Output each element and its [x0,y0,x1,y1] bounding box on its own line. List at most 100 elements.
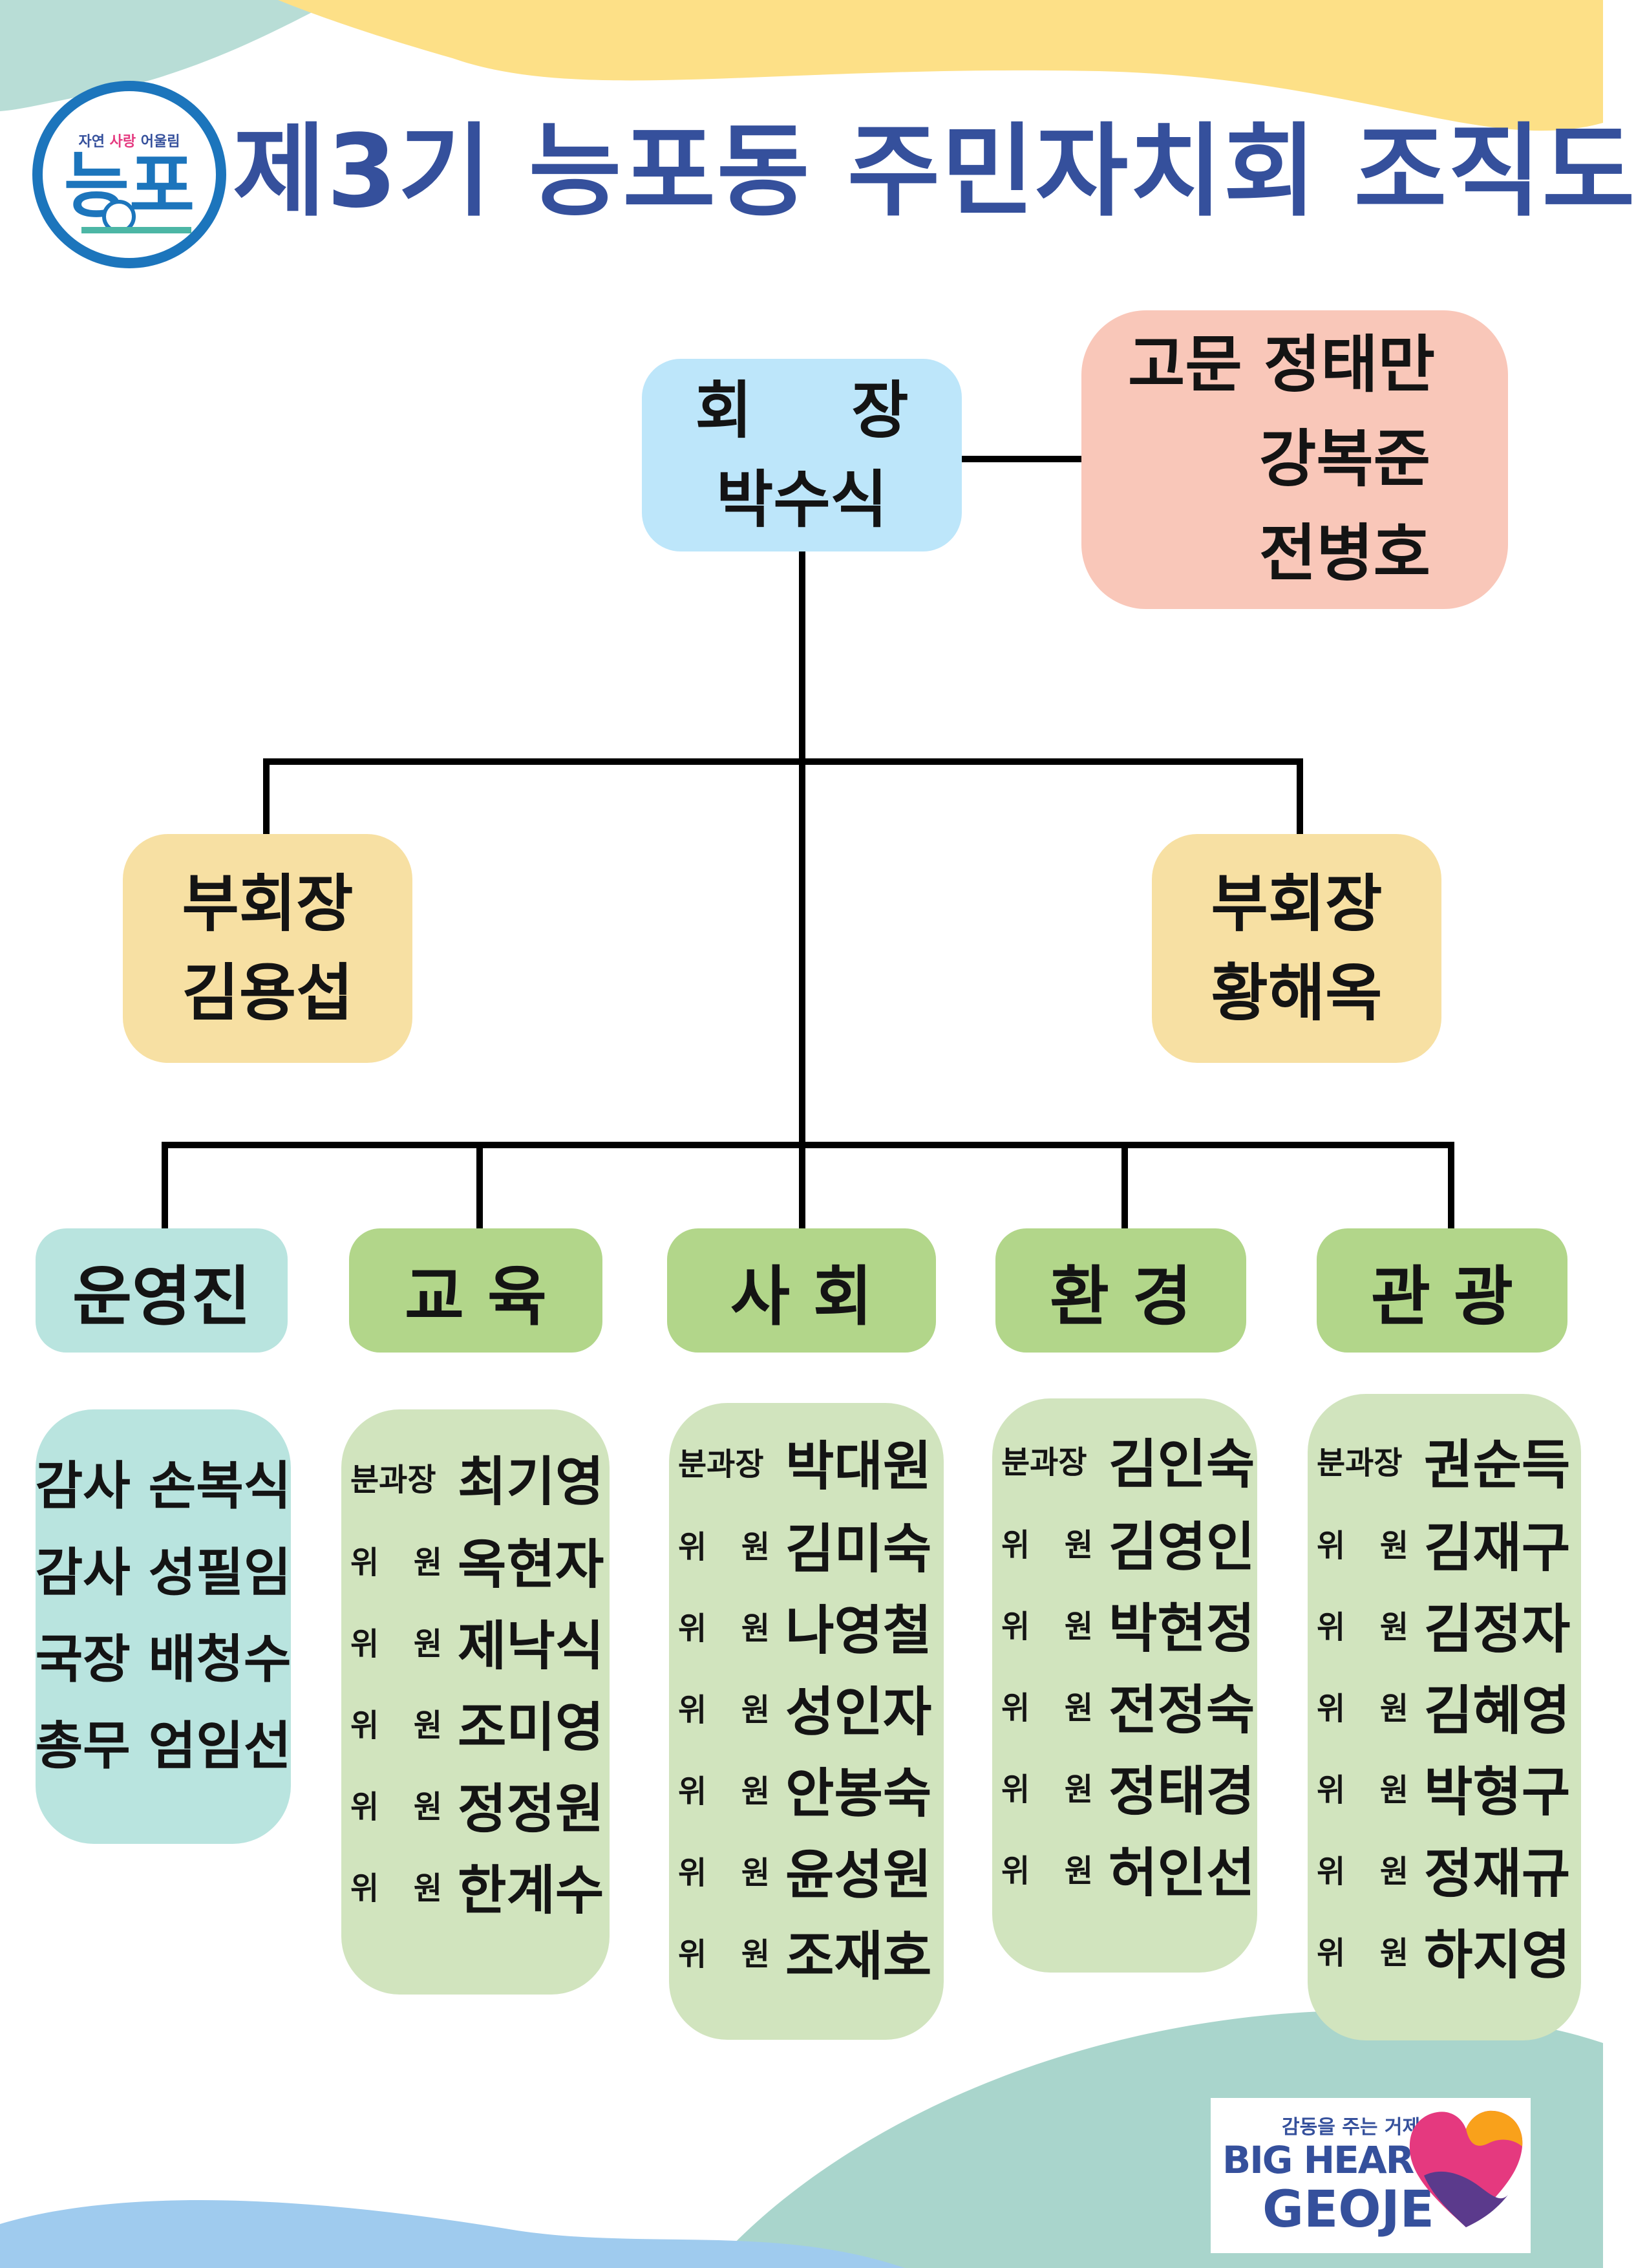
member-name: 정재규 [1424,1843,1571,1905]
staff-list: 감사 손복식 감사 성필임 국장 배청수 총무 엄임선 [36,1409,291,1844]
committee-head-row: 분과장 김인숙 [992,1418,1257,1501]
top-teal-wave [0,0,336,111]
committee-head-row: 분과장 최기영 [341,1435,610,1518]
connector-vice-left [263,758,270,834]
dept-header-education: 교육 [349,1228,602,1353]
dept-header-society: 사회 [667,1228,936,1353]
member-name: 전정숙 [1109,1679,1255,1741]
connector-dept-4 [1121,1142,1128,1228]
advisor-box: 고문 정태만 강복준 전병호 [1081,310,1508,609]
committee-head-row: 분과장 권순득 [1308,1418,1581,1501]
bottom-blue-wave [0,2199,905,2268]
neungpo-logo: 자연 사랑 어울림 능포 [32,81,226,268]
vice-chair-left-role: 부회장 [182,868,354,940]
connector-dept-2 [476,1142,483,1228]
connector-chair-advisor [962,456,1081,462]
member-name: 김혜영 [1424,1680,1571,1742]
page-title: 제3기 능포동 주민자치회 조직도 [233,112,1636,230]
member-name: 김정자 [1424,1598,1571,1660]
staff-item: 국장 배청수 [35,1629,292,1689]
member-name: 안봉숙 [785,1762,932,1824]
logo-underline [81,227,191,233]
dept-header-environment: 환경 [995,1228,1246,1353]
member-name: 한계수 [458,1859,604,1921]
big-heart-geoje-logo: 감동을 주는 거제 BIG HEART GEOJE [1211,2098,1531,2253]
top-yellow-wave [278,0,1603,131]
brand-city: GEOJE [1262,2181,1434,2239]
member-name: 제낙식 [458,1615,604,1677]
head-role-label: 분과장 [1317,1445,1403,1481]
head-role-label: 분과장 [1001,1444,1087,1481]
head-name: 김인숙 [1109,1433,1255,1495]
vice-chair-left-name: 김용섭 [182,957,354,1029]
brand-tagline: 감동을 주는 거제 [1282,2116,1421,2139]
logo-tagline: 자연 사랑 어울림 [78,134,180,150]
member-name: 조미영 [458,1696,604,1759]
member-name: 윤성원 [785,1844,932,1906]
heart-icon [1409,2110,1523,2227]
member-name: 조재호 [785,1925,932,1987]
head-name: 권순득 [1424,1434,1571,1496]
member-name: 하지영 [1424,1924,1571,1986]
advisor-line-2: 강복준 [1259,423,1430,495]
member-name: 정정원 [458,1778,604,1840]
head-role-label: 분과장 [350,1462,436,1498]
member-name: 박형구 [1424,1761,1571,1823]
brand-big-heart: BIG HEART [1222,2138,1437,2182]
connector-vice-bar [263,758,1303,765]
committee-head-row: 분과장 박대원 [669,1420,944,1503]
member-name: 정태경 [1109,1760,1255,1823]
connector-vice-right [1297,758,1303,834]
vice-chair-right-name: 황해옥 [1211,957,1383,1029]
staff-item: 총무 엄임선 [35,1716,292,1776]
advisor-line-1: 고문 정태만 [1128,328,1436,401]
vice-chair-left-box: 부회장 김용섭 [123,834,412,1063]
chairman-name: 박수식 [716,464,887,536]
connector-dept-1 [162,1142,168,1228]
member-name: 성인자 [785,1681,932,1743]
staff-item: 감사 손복식 [35,1456,292,1516]
member-name: 허인선 [1109,1842,1255,1904]
dept-header-staff: 운영진 [36,1228,288,1353]
dept-header-tourism: 관광 [1317,1228,1567,1353]
